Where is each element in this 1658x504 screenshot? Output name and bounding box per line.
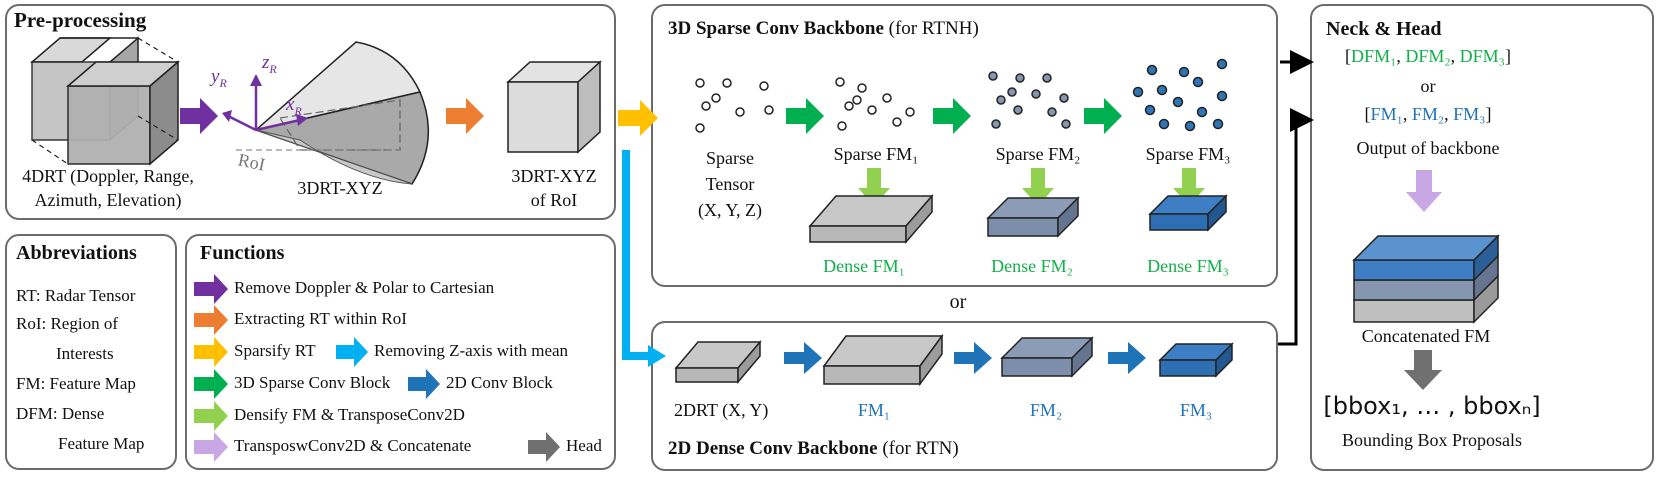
- legend-orange-arrow-icon: [194, 305, 228, 335]
- fm2-label: FM₂: [1029, 400, 1063, 420]
- orange-arrow-icon: [446, 98, 484, 134]
- fn-remove-z: Removing Z-axis with mean: [374, 341, 569, 360]
- sparse-points-icon: [695, 78, 774, 133]
- green-arrow-icon: [1084, 98, 1122, 134]
- abbr-roi-line1: RoI: Region of: [16, 314, 118, 333]
- axis-y-label: yR: [211, 66, 227, 90]
- abbreviations-title: Abbreviations: [16, 242, 137, 264]
- legend-blue-arrow-icon: [408, 369, 440, 399]
- sparse-tensor-line2: Tensor: [705, 174, 755, 194]
- 2drt-label: 2DRT (X, Y): [674, 400, 769, 420]
- dense-fm3-slab-icon: [1148, 194, 1228, 232]
- fm1-label: FM₁: [857, 400, 891, 420]
- legend-cyan-arrow-icon: [336, 337, 368, 367]
- 4drt-label-line1: 4DRT (Doppler, Range,: [22, 166, 194, 186]
- 2drt-slab-icon: [674, 339, 762, 385]
- fn-extract-roi: Extracting RT within RoI: [234, 309, 407, 328]
- bbox-label: [bbox₁, … , bboxₙ]: [1323, 392, 1541, 420]
- 3drt-label: 3DRT-XYZ: [297, 178, 383, 198]
- neck-or-label: or: [1420, 76, 1436, 96]
- fn-transpose-concat: TransposwConv2D & Concatenate: [234, 436, 472, 455]
- abbr-fm: FM: Feature Map: [16, 374, 136, 393]
- lavender-arrow-icon: [1406, 170, 1442, 212]
- 4drt-cube-icon: [29, 36, 181, 166]
- abbr-roi-line2: Interests: [56, 344, 114, 363]
- dense-to-head-connector: [1278, 108, 1314, 346]
- legend-purple-arrow-icon: [194, 274, 228, 304]
- stacked-fm-icon: [1352, 234, 1500, 324]
- sparse-fm3-points-icon: [1132, 58, 1228, 132]
- green-arrow-icon: [786, 98, 824, 134]
- fm3-label: FM₃: [1179, 400, 1213, 420]
- output-backbone-label: Output of backbone: [1356, 138, 1500, 158]
- sparse-fm1-points-icon: [835, 77, 915, 131]
- abbr-dfm-line2: Feature Map: [58, 434, 145, 453]
- fn-head: Head: [566, 436, 602, 455]
- fm2-slab-icon: [1000, 336, 1094, 378]
- sparse-fm3-label: Sparse FM₃: [1145, 144, 1231, 164]
- legend-light-green-arrow-icon: [194, 401, 228, 431]
- gray-arrow-icon: [1404, 350, 1442, 390]
- 4drt-label-line2: Azimuth, Elevation): [34, 190, 182, 210]
- axis-z-label: zR: [262, 52, 277, 76]
- fn-sparsify: Sparsify RT: [234, 341, 316, 360]
- blue-arrow-icon: [1108, 342, 1146, 374]
- functions-panel: [185, 234, 616, 470]
- dense-backbone-title: 2D Dense Conv Backbone (for RTN): [668, 438, 959, 459]
- dense-fm1-label: Dense FM₁: [823, 256, 905, 276]
- blue-arrow-icon: [784, 342, 822, 374]
- dense-fm2-label: Dense FM₂: [991, 256, 1073, 276]
- yellow-arrow-icon: [618, 100, 658, 136]
- sparse-fm2-label: Sparse FM₂: [995, 144, 1081, 164]
- sparse-fm1-label: Sparse FM₁: [833, 144, 919, 164]
- fm1-slab-icon: [822, 333, 944, 387]
- abbr-dfm-line1: DFM: Dense: [16, 404, 105, 423]
- fn-2d-conv: 2D Conv Block: [446, 373, 553, 392]
- roi-cube-icon: [506, 60, 602, 154]
- sparse-tensor-line3: (X, Y, Z): [698, 200, 762, 220]
- legend-yellow-arrow-icon: [194, 337, 228, 367]
- dense-fm1-slab-icon: [808, 193, 934, 245]
- roi-cube-label-line2: of RoI: [530, 190, 578, 210]
- fn-densify: Densify FM & TransposeConv2D: [234, 405, 465, 424]
- functions-title: Functions: [200, 242, 285, 264]
- neck-head-title: Neck & Head: [1326, 18, 1442, 40]
- sparse-backbone-title: 3D Sparse Conv Backbone (for RTNH): [668, 18, 979, 39]
- purple-arrow-icon: [180, 98, 218, 134]
- or-label: or: [949, 291, 967, 313]
- fm-list: [FM₁, FM₂, FM₃]: [1364, 104, 1492, 124]
- bbox-proposals-label: Bounding Box Proposals: [1341, 430, 1523, 450]
- axis-x-label: xR: [286, 94, 302, 118]
- radar-fan-icon: [222, 41, 430, 185]
- legend-lavender-arrow-icon: [194, 432, 228, 462]
- dense-fm3-label: Dense FM₃: [1147, 256, 1229, 276]
- roi-cube-label-line1: 3DRT-XYZ: [511, 166, 597, 186]
- legend-gray-arrow-icon: [528, 432, 560, 462]
- fn-remove-doppler: Remove Doppler & Polar to Cartesian: [234, 278, 495, 297]
- cyan-connector: [622, 150, 650, 360]
- abbreviations-panel: [5, 234, 177, 470]
- sparse-backbone-panel: [651, 4, 1278, 287]
- fm3-slab-icon: [1158, 342, 1234, 378]
- blue-arrow-icon: [954, 342, 992, 374]
- green-arrow-icon: [933, 98, 971, 134]
- concat-fm-label: Concatenated FM: [1361, 326, 1491, 346]
- sparse-fm2-points-icon: [988, 71, 1071, 129]
- abbr-rt: RT: Radar Tensor: [16, 286, 136, 305]
- light-green-arrow-icon: [1022, 168, 1054, 206]
- sparse-tensor-line1: Sparse: [706, 148, 754, 168]
- dfm-list: [DFM₁, DFM₂, DFM₃]: [1345, 46, 1511, 66]
- dense-fm2-slab-icon: [986, 196, 1080, 238]
- legend-green-arrow-icon: [194, 369, 228, 399]
- fn-3d-sparse: 3D Sparse Conv Block: [234, 373, 391, 392]
- preprocessing-title: Pre-processing: [14, 8, 147, 32]
